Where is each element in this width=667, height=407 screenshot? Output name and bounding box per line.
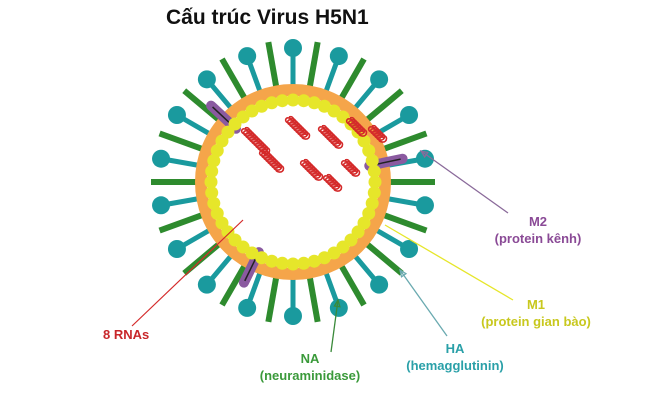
m1-bead <box>317 251 331 265</box>
m1-bead <box>245 104 259 118</box>
ha-head <box>284 307 302 325</box>
m1-bead <box>265 96 279 110</box>
rna-coil <box>322 173 343 192</box>
m1-bead <box>367 186 381 200</box>
label-na: NA (neuraminidase) <box>249 350 371 384</box>
m1-bead <box>275 94 289 108</box>
m1-bead <box>255 251 269 265</box>
label-na-name: NA <box>300 351 320 366</box>
m1-bead <box>307 96 321 110</box>
ha-leader <box>399 269 448 337</box>
m2-leader <box>420 150 509 214</box>
rna-coil <box>340 158 361 177</box>
rna-coil <box>317 124 344 149</box>
m1-leader <box>384 224 514 301</box>
ha-head <box>329 47 348 66</box>
m1-bead <box>205 164 219 178</box>
rna-coil <box>240 126 271 155</box>
m1-bead <box>362 144 376 158</box>
ha-head <box>238 298 257 317</box>
m1-bead <box>357 134 371 148</box>
label-m1-name: M1 <box>526 297 546 312</box>
m1-bead <box>210 144 224 158</box>
ha-head <box>167 240 186 258</box>
m1-bead <box>286 257 300 271</box>
diagram-title: Cấu trúc Virus H5N1 <box>166 6 369 29</box>
m1-bead <box>297 94 311 108</box>
label-m1-desc: (protein gian bào) <box>481 314 591 329</box>
leader-lines <box>131 150 514 353</box>
ha-head <box>197 275 216 294</box>
m1-bead <box>275 256 289 270</box>
ha-leader-head <box>399 268 408 278</box>
rna-segments <box>240 115 388 192</box>
ha-head <box>167 106 186 124</box>
ha-head <box>415 149 434 168</box>
surface-proteins <box>151 39 435 325</box>
m1-bead <box>307 254 321 268</box>
m1-bead <box>207 154 221 168</box>
ha-head <box>415 196 434 215</box>
m1-bead <box>362 206 376 220</box>
label-rna: 8 RNAs <box>103 326 149 343</box>
m1-bead <box>215 216 229 230</box>
na-leader <box>330 299 339 353</box>
rna-coil <box>258 148 285 173</box>
label-rna-name: 8 RNAs <box>103 327 150 342</box>
m2-leader-head <box>419 150 429 159</box>
label-ha: HA (hemagglutinin) <box>393 340 517 374</box>
m1-bead <box>205 186 219 200</box>
m1-bead <box>365 154 379 168</box>
ha-head <box>370 70 389 89</box>
rna-coil <box>284 115 311 140</box>
label-m1: M1 (protein gian bào) <box>466 296 606 330</box>
lipid-envelope <box>195 84 391 280</box>
ha-head <box>152 196 171 215</box>
label-na-desc: (neuraminidase) <box>259 368 361 383</box>
ha-head <box>238 47 257 66</box>
rna-leader <box>131 219 244 327</box>
m1-bead <box>204 175 218 189</box>
ha-head <box>284 39 302 57</box>
label-ha-desc: (hemagglutinin) <box>406 358 504 373</box>
m1-bead <box>365 196 379 210</box>
ha-head <box>370 275 389 294</box>
ha-head <box>400 106 419 124</box>
label-m2-name: M2 <box>528 214 548 229</box>
rna-coil <box>367 124 388 143</box>
ha-head <box>400 240 419 258</box>
na-leader-head <box>333 298 341 308</box>
m1-bead <box>367 164 381 178</box>
m1-bead <box>297 256 311 270</box>
rna-coil <box>345 116 368 137</box>
rna-coil <box>299 158 324 181</box>
label-m2-desc: (protein kênh) <box>494 231 582 246</box>
m1-bead <box>265 254 279 268</box>
ha-head <box>197 70 216 89</box>
label-ha-name: HA <box>445 341 465 356</box>
m1-bead <box>368 175 382 189</box>
label-m2: M2 (protein kênh) <box>478 213 598 247</box>
ha-head <box>152 149 171 168</box>
m1-bead <box>255 99 269 113</box>
ha-head <box>329 298 348 317</box>
m1-bead <box>286 93 300 107</box>
m1-bead <box>317 99 331 113</box>
m1-bead <box>207 196 221 210</box>
m1-bead <box>210 206 224 220</box>
m1-bead <box>327 246 341 260</box>
